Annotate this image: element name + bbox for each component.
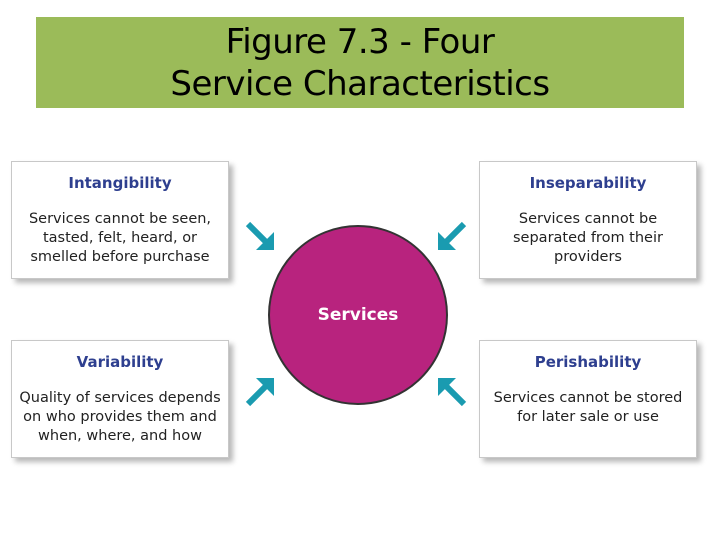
services-circle: Services (268, 225, 448, 405)
title-line-2: Service Characteristics (170, 63, 550, 104)
card-variability: Variability Quality of services depends … (11, 340, 229, 458)
title-banner: Figure 7.3 - Four Service Characteristic… (36, 17, 684, 108)
card-inseparability: Inseparability Services cannot be separa… (479, 161, 697, 279)
card-title: Inseparability (529, 174, 647, 192)
services-label: Services (317, 305, 399, 325)
card-title: Variability (76, 353, 164, 371)
card-title: Perishability (534, 353, 642, 371)
arrow-right-up-icon (245, 378, 274, 407)
card-perishability: Perishability Services cannot be stored … (479, 340, 697, 458)
card-title: Intangibility (68, 174, 172, 192)
card-description: Services cannot be seen, tasted, felt, h… (28, 211, 212, 265)
card-description: Services cannot be separated from their … (513, 211, 663, 265)
arrow-left-down-icon (438, 221, 467, 250)
card-intangibility: Intangibility Services cannot be seen, t… (11, 161, 229, 279)
card-description: Services cannot be stored for later sale… (493, 390, 683, 425)
arrow-left-up-icon (438, 378, 467, 407)
arrow-right-down-icon (245, 221, 274, 250)
card-description: Quality of services depends on who provi… (19, 390, 221, 444)
title-line-1: Figure 7.3 - Four (225, 21, 495, 62)
